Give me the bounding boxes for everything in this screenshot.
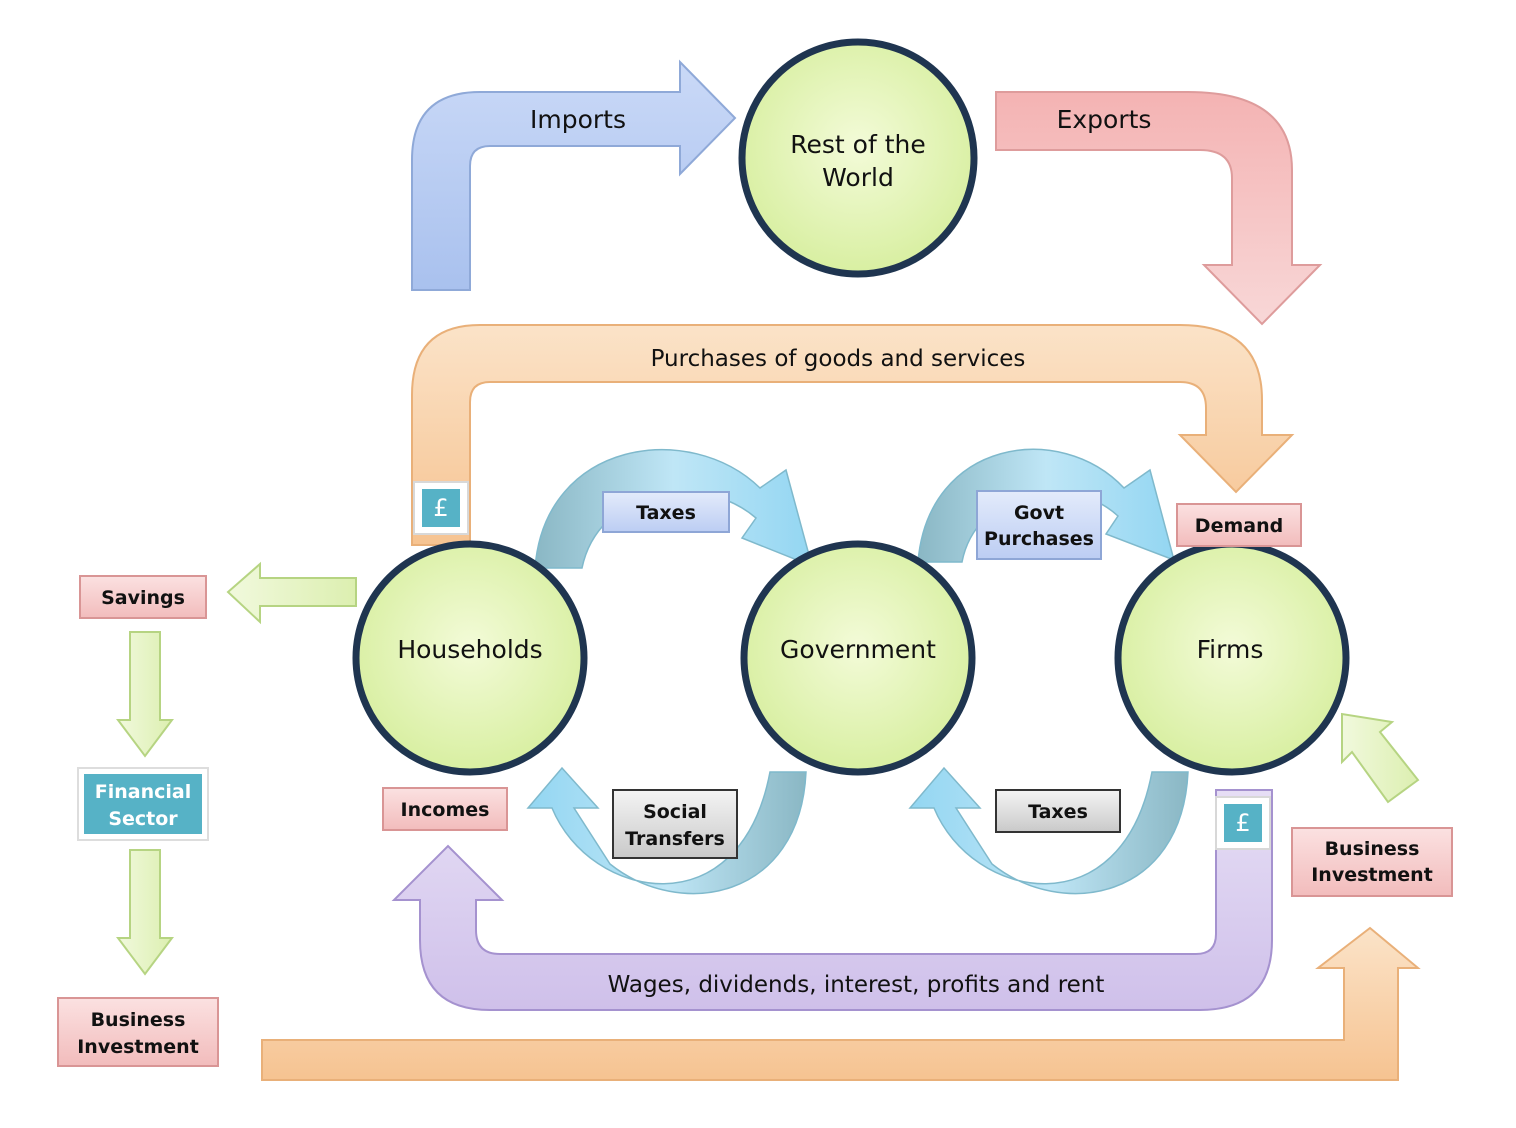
govt-purchases-box	[976, 490, 1102, 560]
demand-label: Demand	[1195, 515, 1283, 537]
imports-arrow	[411, 59, 737, 291]
imports-label: Imports	[530, 105, 626, 134]
exports-arrow	[995, 91, 1323, 326]
social-transfers-arc-arrow	[526, 766, 807, 895]
investment-to-firms-arrow	[1341, 712, 1420, 804]
business-investment-right-label-2: Investment	[1311, 864, 1433, 886]
taxes-bottom-box	[995, 789, 1121, 833]
exports-label: Exports	[1057, 105, 1152, 134]
savings-label: Savings	[101, 587, 185, 609]
financial-sector-box	[84, 774, 202, 834]
govt-purchases-label-2: Purchases	[984, 528, 1094, 550]
social-transfers-box	[612, 789, 738, 859]
taxes-bottom-label: Taxes	[1028, 801, 1088, 823]
households-node	[352, 540, 588, 776]
taxes-bottom-arc-arrow	[908, 766, 1189, 895]
govt-purchases-label-1: Govt	[1014, 502, 1064, 524]
wages-label: Wages, dividends, interest, profits and …	[608, 972, 1105, 998]
government-node	[740, 540, 976, 776]
taxes-top-label: Taxes	[636, 502, 696, 524]
business-investment-flow-arrow	[261, 926, 1421, 1081]
demand-box	[1176, 503, 1302, 547]
incomes-label: Incomes	[401, 799, 490, 821]
business-investment-left-box	[57, 997, 219, 1067]
government-label: Government	[780, 635, 936, 664]
social-transfers-label-2: Transfers	[625, 828, 725, 850]
rest-of-world-node	[738, 38, 978, 278]
business-investment-left-label-2: Investment	[77, 1036, 199, 1058]
purchases-label: Purchases of goods and services	[651, 346, 1026, 372]
households-label: Households	[397, 635, 542, 664]
pound-icon-firms: £	[1235, 809, 1250, 837]
savings-box	[79, 575, 207, 619]
financial-to-investment-arrow	[116, 849, 174, 976]
savings-to-financial-arrow	[116, 631, 174, 758]
pound-icon-households: £	[433, 494, 448, 522]
business-investment-left-label-1: Business	[91, 1009, 186, 1031]
purchases-arrow	[411, 324, 1295, 546]
incomes-box	[382, 787, 508, 831]
households-to-savings-arrow	[226, 561, 357, 625]
taxes-top-box	[602, 491, 730, 533]
business-investment-right-box	[1291, 827, 1453, 897]
business-investment-right-label-1: Business	[1325, 838, 1420, 860]
financial-sector-label-2: Sector	[108, 808, 178, 830]
social-transfers-label-1: Social	[643, 801, 707, 823]
financial-sector-label-1: Financial	[95, 781, 191, 803]
wages-arrow	[391, 789, 1273, 1011]
firms-label: Firms	[1197, 635, 1264, 664]
